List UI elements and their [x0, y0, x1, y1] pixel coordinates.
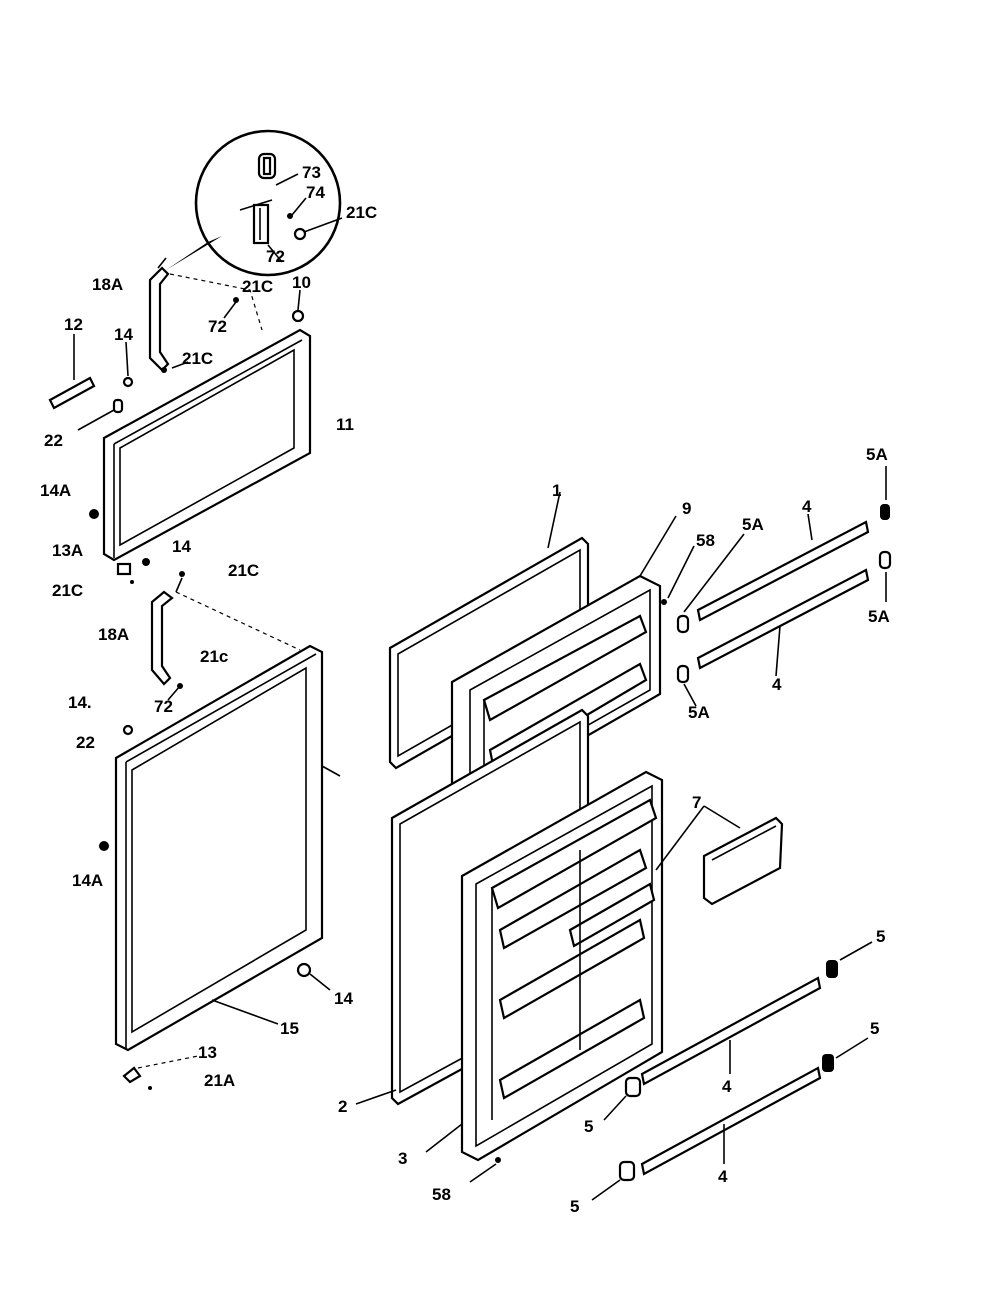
- label-22-a: 22: [44, 431, 63, 450]
- label-5A-b: 5A: [742, 515, 764, 534]
- freezer-handle-upper: [148, 257, 263, 373]
- freezer-door-frame: [102, 289, 312, 562]
- detail-magnifier: [166, 129, 343, 277]
- label-4-b: 4: [772, 675, 782, 694]
- label-2: 2: [338, 1097, 347, 1116]
- label-5-a: 5: [876, 927, 885, 946]
- lower-shelf-rails: [591, 941, 873, 1201]
- label-73: 73: [302, 163, 321, 182]
- label-18A-a: 18A: [92, 275, 123, 294]
- label-21c: 21c: [200, 647, 228, 666]
- label-4-c: 4: [722, 1077, 732, 1096]
- label-9: 9: [682, 499, 691, 518]
- label-72-a: 72: [266, 247, 285, 266]
- label-14A-a: 14A: [40, 481, 71, 500]
- label-58-a: 58: [696, 531, 715, 550]
- fresh-food-handle: [150, 571, 301, 701]
- label-14-d: 14: [334, 989, 353, 1008]
- label-4-d: 4: [718, 1167, 728, 1186]
- label-21C-c: 21C: [182, 349, 213, 368]
- label-22-b: 22: [76, 733, 95, 752]
- fresh-food-door-frame: [99, 644, 341, 1090]
- label-21A: 21A: [204, 1071, 235, 1090]
- label-14-b: 14: [172, 537, 191, 556]
- label-5-c: 5: [584, 1117, 593, 1136]
- label-21C-d: 21C: [228, 561, 259, 580]
- part-labels: 73 74 21C 72 18A 21C 10 12 72 14 21C 22 …: [40, 163, 890, 1216]
- label-58-b: 58: [432, 1185, 451, 1204]
- label-21C-b: 21C: [242, 277, 273, 296]
- label-3: 3: [398, 1149, 407, 1168]
- label-12: 12: [64, 315, 83, 334]
- label-11: 11: [336, 415, 354, 434]
- label-72-b: 72: [208, 317, 227, 336]
- label-74: 74: [306, 183, 325, 202]
- fresh-food-door-liner: [425, 770, 664, 1183]
- label-14A-b: 14A: [72, 871, 103, 890]
- label-18A-b: 18A: [98, 625, 129, 644]
- label-7: 7: [692, 793, 701, 812]
- label-10: 10: [292, 273, 311, 292]
- freezer-small-parts: [77, 341, 150, 584]
- upper-shelf-rails: [676, 466, 892, 707]
- label-5A-a: 5A: [866, 445, 888, 464]
- label-21C-e: 21C: [52, 581, 83, 600]
- dairy-door-part: [655, 805, 784, 906]
- label-72-c: 72: [154, 697, 173, 716]
- label-5A-d: 5A: [688, 703, 710, 722]
- label-5-d: 5: [570, 1197, 579, 1216]
- label-14-a: 14: [114, 325, 133, 344]
- label-13: 13: [198, 1043, 217, 1062]
- label-5-b: 5: [870, 1019, 879, 1038]
- label-21C-a: 21C: [346, 203, 377, 222]
- label-1: 1: [552, 481, 561, 500]
- label-14-c: 14.: [68, 693, 92, 712]
- label-5A-c: 5A: [868, 607, 890, 626]
- label-15: 15: [280, 1019, 299, 1038]
- freezer-trim-strip: [48, 334, 96, 410]
- label-4-a: 4: [802, 497, 812, 516]
- label-13A: 13A: [52, 541, 83, 560]
